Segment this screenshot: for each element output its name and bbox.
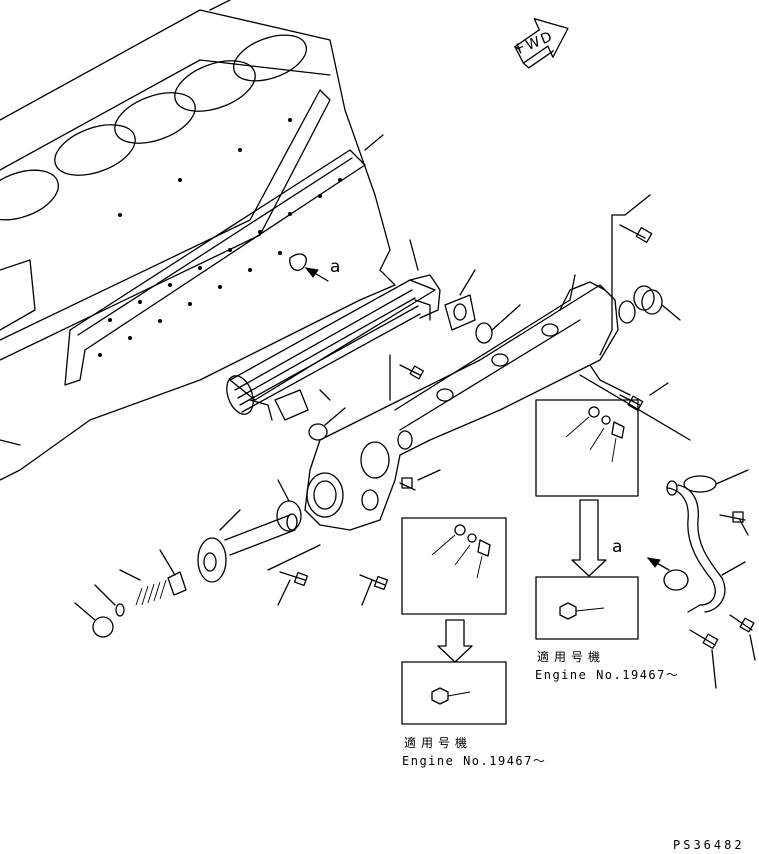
reference-arrows [304, 267, 670, 571]
o-rings [274, 269, 749, 591]
reference-label-a-lower: a [612, 537, 624, 557]
plug [633, 285, 681, 321]
oil-cooler-element [226, 239, 441, 421]
detail-boxes [401, 399, 639, 725]
applicability-note-right: 適用号機 [537, 650, 606, 664]
cylinder-block [0, 0, 396, 481]
applicability-note-left: 適用号機 [404, 736, 473, 750]
relief-valve-assembly [74, 509, 298, 638]
oil-cooler-cover [304, 274, 631, 531]
gasket [64, 118, 384, 386]
reference-label-a-upper: a [330, 257, 342, 277]
drawing-number: PS36482 [673, 838, 745, 852]
oil-pipe [579, 374, 746, 613]
fwd-arrow-icon [514, 18, 569, 69]
engine-serial-note-left: Engine No.19467～ [402, 754, 547, 768]
engine-serial-note-right: Engine No.19467～ [535, 668, 680, 682]
